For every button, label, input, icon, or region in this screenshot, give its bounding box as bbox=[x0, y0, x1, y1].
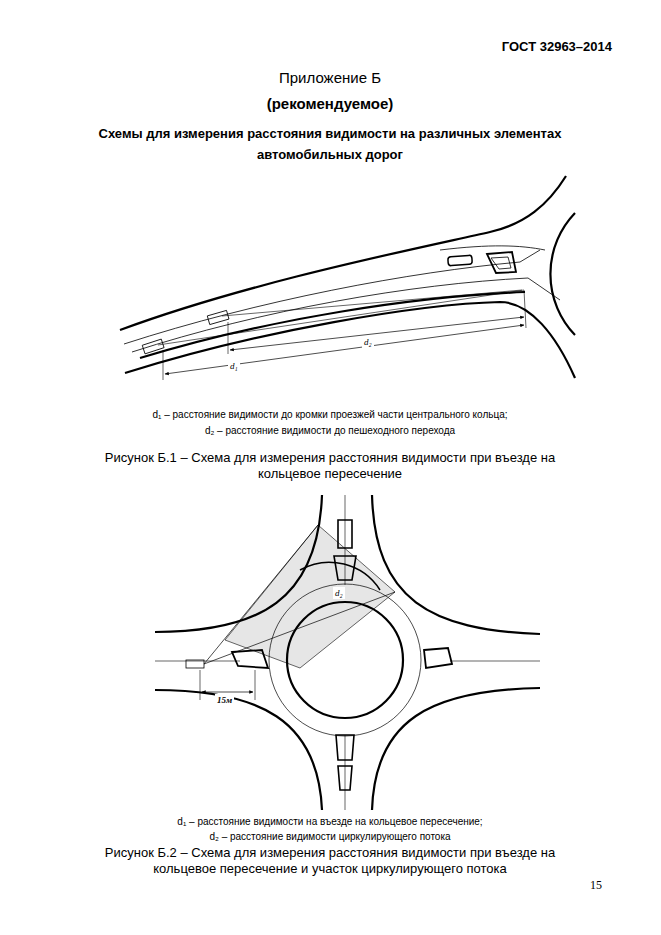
annex-status: (рекомендуемое) bbox=[80, 94, 580, 114]
figure-entry-road bbox=[120, 176, 575, 380]
document-number: ГОСТ 32963–2014 bbox=[380, 38, 612, 56]
symbol-note: d₁ – расстояние видимости до кромки прое… bbox=[60, 408, 600, 422]
figure-caption: Рисунок Б.2 – Схема для измерения рассто… bbox=[95, 845, 565, 878]
annex-title: Приложение Б bbox=[80, 68, 580, 88]
dimension-label: d₁ bbox=[228, 360, 240, 372]
figure-caption: Рисунок Б.1 – Схема для измерения рассто… bbox=[95, 450, 565, 483]
dimension-label: 15м bbox=[215, 694, 234, 706]
page-number: 15 bbox=[590, 877, 602, 893]
annex-heading: Схемы для измерения расстояния видимости… bbox=[80, 123, 580, 166]
symbol-note: d₂ – расстояние видимости до пешеходного… bbox=[60, 424, 600, 438]
symbol-note: d₂ – расстояние видимости циркулирующего… bbox=[60, 830, 600, 844]
dimension-label: d₂ bbox=[362, 336, 374, 348]
figure-roundabout bbox=[155, 495, 540, 810]
symbol-note: d₁ – расстояние видимости на въезде на к… bbox=[60, 815, 600, 829]
dimension-label: d₂ bbox=[333, 587, 345, 599]
